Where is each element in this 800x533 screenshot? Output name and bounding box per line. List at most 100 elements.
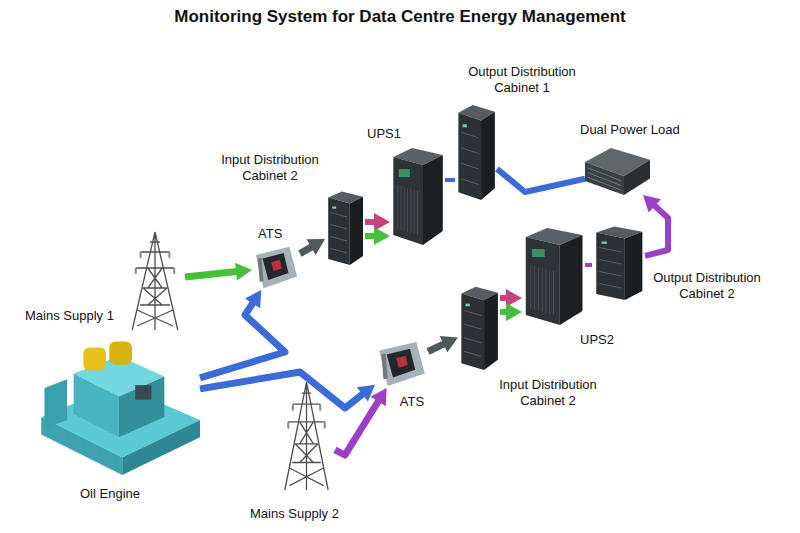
drawing-part [258, 258, 264, 282]
drawing-part [263, 253, 289, 280]
drawing-part [423, 155, 443, 245]
drawing-part [331, 213, 348, 254]
equipment-node: Mains Supply 1 [125, 230, 185, 330]
power-line [445, 178, 455, 182]
equipment-label: Dual Power Load [580, 122, 680, 138]
drawing-part [461, 294, 484, 371]
drawing-part [464, 311, 482, 357]
equipment-node: Oil Engine [38, 330, 200, 475]
arrow-head [307, 239, 325, 255]
cab-illustration [592, 225, 645, 300]
power-line [335, 399, 380, 455]
drawing-part [599, 248, 621, 289]
power-connector [500, 289, 522, 307]
power-line [428, 343, 446, 352]
drawing-part [135, 385, 151, 400]
equipment-node: Output Distribution Cabinet 2 [592, 225, 645, 300]
drawing-part [44, 379, 67, 428]
arrow-head [643, 195, 661, 212]
drawing-part [387, 349, 416, 378]
equipment-node: ATS [252, 245, 300, 290]
equipment-label: UPS2 [580, 332, 614, 348]
equipment-label: ATS [258, 226, 282, 242]
power-connector [497, 169, 585, 192]
power-connector [445, 180, 455, 181]
engine-illustration [38, 330, 200, 475]
tower-illustration [125, 230, 185, 330]
drawing-part [532, 249, 545, 257]
ats-illustration [375, 340, 428, 388]
drawing-part [288, 404, 324, 428]
arrow-head [374, 227, 390, 245]
tower-illustration [278, 380, 335, 490]
power-connector [200, 290, 285, 378]
power-connector [585, 265, 592, 266]
power-line [497, 169, 585, 192]
equipment-label: Output Distribution Cabinet 2 [637, 270, 777, 302]
power-connector [643, 195, 668, 256]
power-line [200, 372, 365, 408]
equipment-label: UPS1 [367, 126, 401, 142]
drawing-part [398, 185, 418, 235]
drawing-part [399, 169, 410, 177]
cab-illustration [325, 190, 365, 265]
drawing-part [328, 198, 350, 266]
drawing-part [526, 237, 560, 325]
drawing-part [132, 232, 178, 330]
equipment-label: Oil Engine [80, 486, 140, 502]
equipment-node: ATS [375, 340, 428, 388]
arrow-head [357, 385, 375, 402]
drawing-part [285, 382, 328, 490]
drawing-part [463, 124, 467, 127]
drawing-part [83, 347, 106, 370]
drawing-part [136, 252, 174, 274]
drawing-part [74, 374, 119, 438]
equipment-node: UPS1 [390, 145, 445, 245]
drawing-part [271, 260, 282, 271]
drawing-part [332, 207, 336, 209]
equipment-label: Mains Supply 1 [25, 308, 114, 324]
equipment-node: Input Distribution Cabinet 2 [325, 190, 365, 265]
arrow-head [235, 263, 252, 281]
ats-illustration [252, 245, 300, 290]
drawing-part [379, 342, 425, 386]
power-line [585, 263, 592, 267]
drawing-part [588, 168, 622, 191]
drawing-part [481, 112, 495, 200]
power-connector [365, 213, 390, 231]
power-connector [300, 239, 325, 255]
arrow-head [374, 213, 390, 231]
power-connector [428, 336, 458, 352]
drawing-part [560, 235, 583, 325]
drawing-part [393, 157, 423, 245]
equipment-label: Output Distribution Cabinet 1 [452, 64, 592, 96]
arrow-head [506, 289, 522, 307]
arrow-head [245, 290, 261, 308]
drawing-part [624, 160, 650, 195]
equipment-node: Output Distribution Cabinet 1 [455, 103, 497, 200]
drawing-part [625, 232, 642, 300]
drawing-part [396, 356, 408, 368]
drawing-part [350, 197, 363, 265]
power-line [185, 271, 239, 277]
ups-illustration [390, 145, 445, 245]
diagram-title: Monitoring System for Data Centre Energy… [0, 0, 800, 27]
arrow-head [371, 388, 387, 406]
arrow-head [506, 303, 522, 321]
equipment-node: UPS2 [522, 225, 585, 325]
power-connector [500, 303, 522, 321]
drawing-part [484, 293, 498, 370]
power-connector [185, 263, 252, 281]
drawing-part [458, 113, 481, 200]
cab-illustration [458, 285, 500, 370]
equipment-label: ATS [392, 394, 432, 410]
drawing-part [461, 132, 479, 184]
ups-illustration [522, 225, 585, 325]
drawing-part [466, 304, 470, 307]
power-connector [365, 227, 390, 245]
equipment-label: Input Distribution Cabinet 2 [478, 377, 618, 409]
equipment-node: Mains Supply 2 [278, 380, 335, 490]
load-illustration [585, 148, 650, 195]
drawing-part [585, 162, 624, 195]
